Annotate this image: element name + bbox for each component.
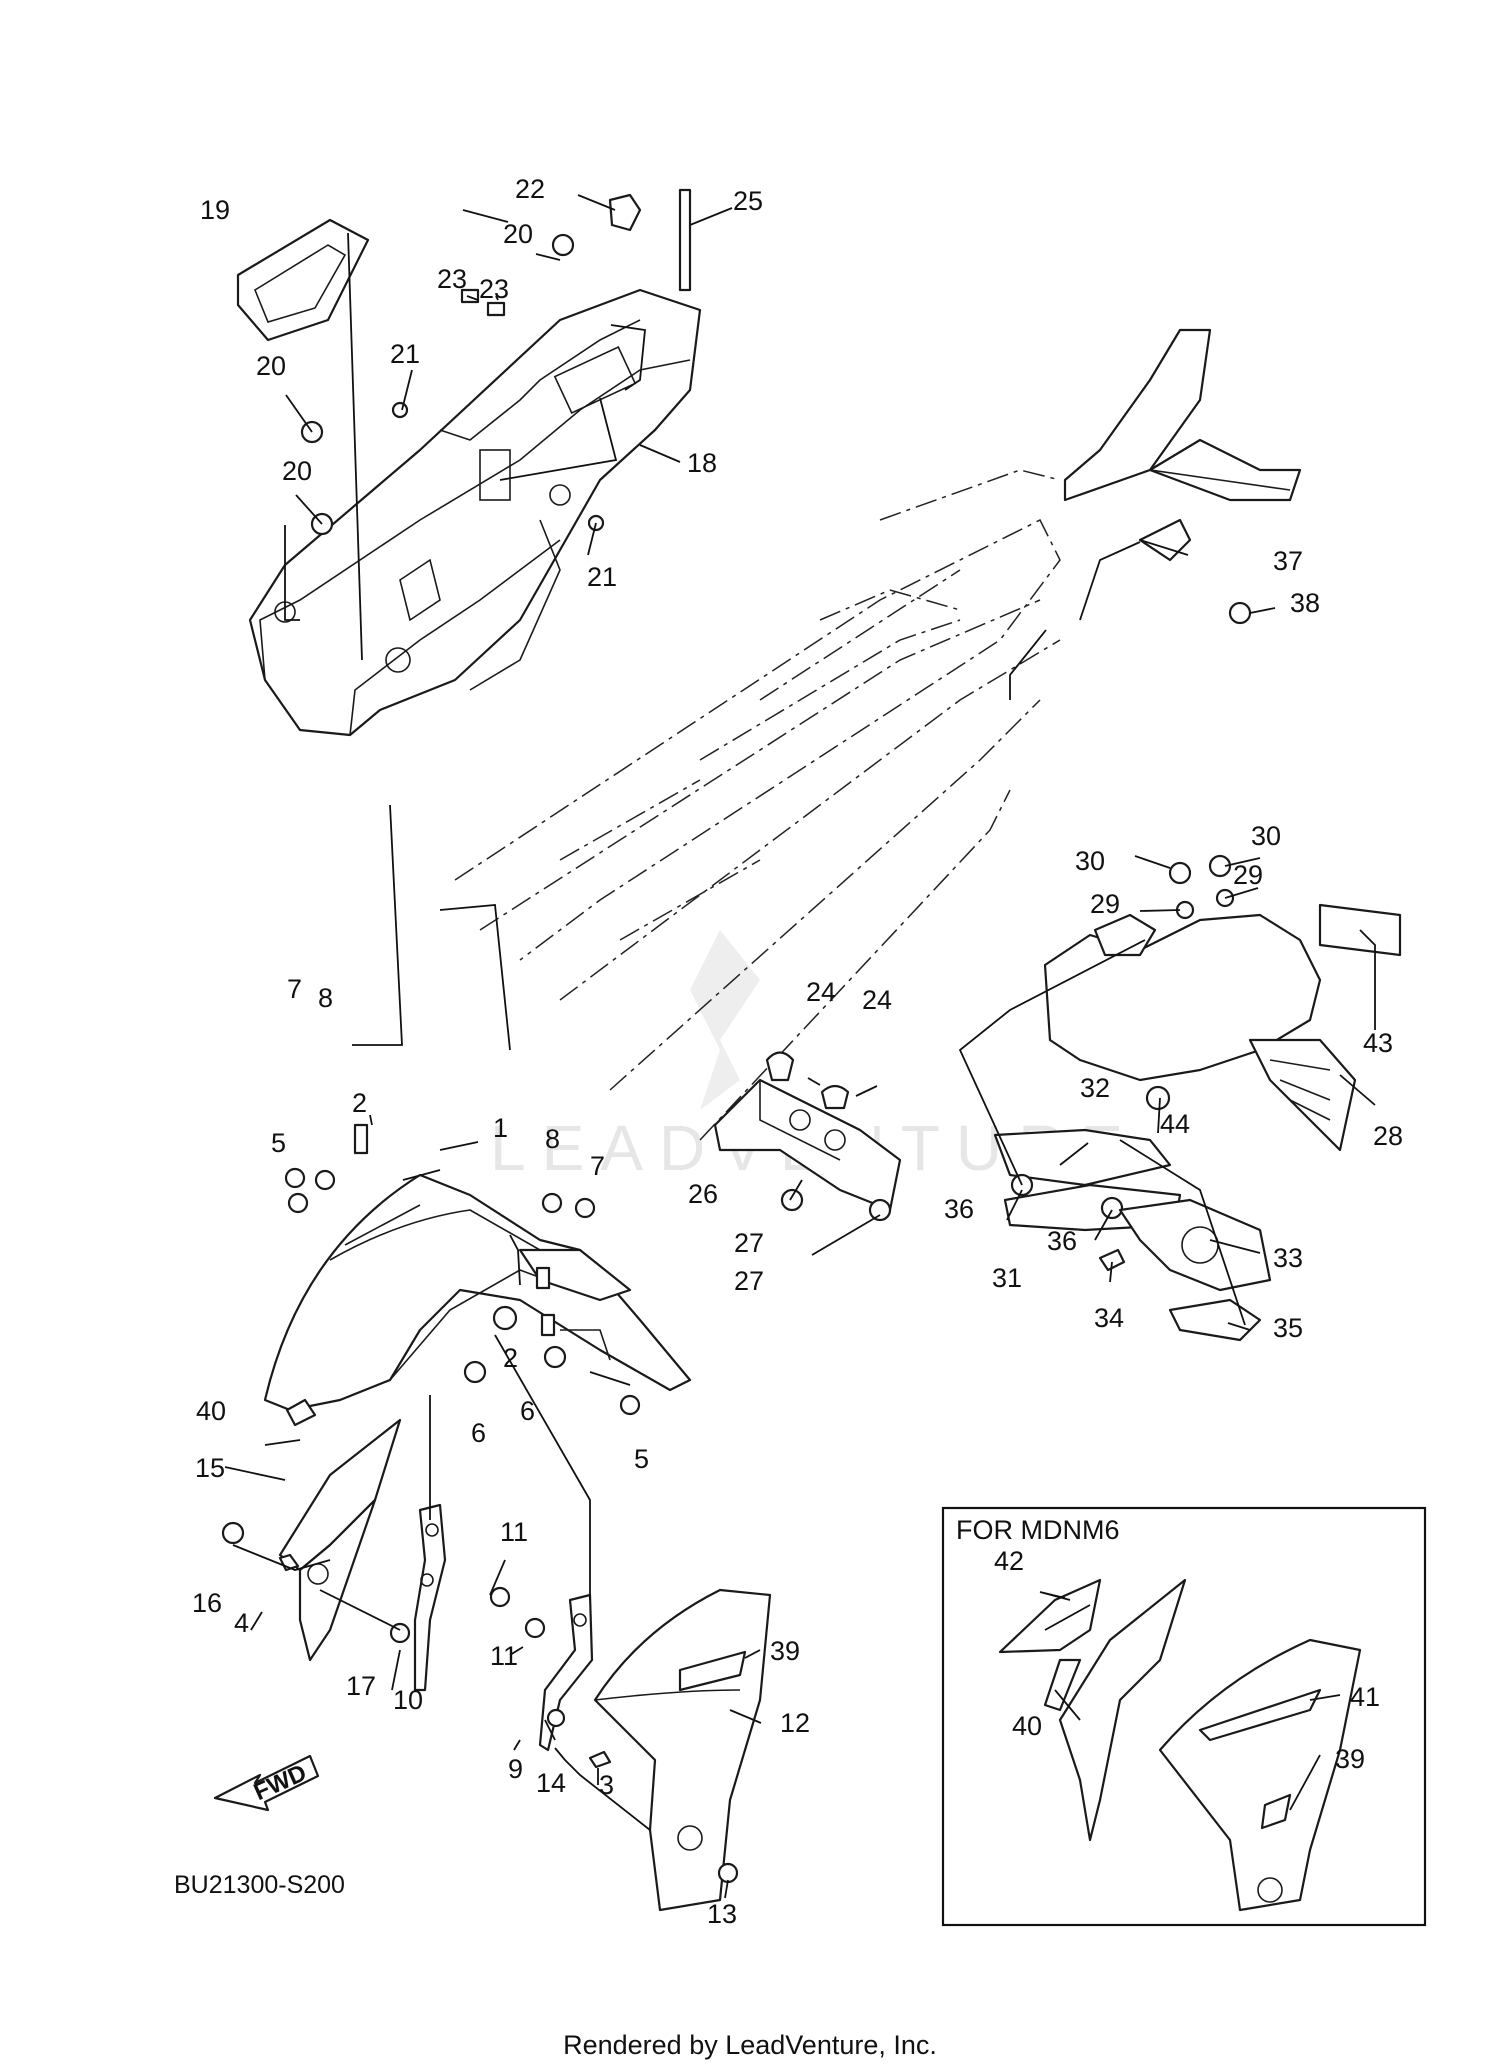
callout-27: 27 — [734, 1228, 764, 1258]
footer-credit: Rendered by LeadVenture, Inc. — [563, 2030, 937, 2060]
frame-outline — [454, 469, 1061, 1141]
callout-9: 9 — [508, 1754, 523, 1784]
callout-7: 7 — [287, 974, 302, 1004]
callout-38: 38 — [1290, 588, 1320, 618]
callout-18: 18 — [687, 448, 717, 478]
callout-21: 21 — [587, 562, 617, 592]
callout-33: 33 — [1273, 1243, 1303, 1273]
callout-19: 19 — [200, 195, 230, 225]
callout-10: 10 — [393, 1685, 423, 1715]
callout-26: 26 — [688, 1179, 718, 1209]
inset-title: FOR MDNM6 — [956, 1515, 1120, 1545]
callout-39: 39 — [770, 1636, 800, 1666]
callout-3: 3 — [599, 1770, 614, 1800]
callout-23: 23 — [437, 264, 467, 294]
front-fasteners — [221, 1123, 739, 1884]
callout-15: 15 — [195, 1453, 225, 1483]
callout-30: 30 — [1251, 821, 1281, 851]
callout-29: 29 — [1090, 889, 1120, 919]
callout-22: 22 — [515, 174, 545, 204]
callout-8: 8 — [318, 983, 333, 1013]
callout-6: 6 — [471, 1418, 486, 1448]
watermark-logo — [690, 930, 760, 1110]
bracket-26 — [713, 1051, 902, 1222]
inset-for-mdnm6: FOR MDNM6 — [941, 1506, 1427, 1927]
callout-29: 29 — [1233, 860, 1263, 890]
callout-20: 20 — [256, 351, 286, 381]
callout-43: 43 — [1363, 1028, 1393, 1058]
callout-24: 24 — [862, 985, 892, 1015]
callout-11: 11 — [500, 1517, 528, 1547]
callout-20: 20 — [282, 456, 312, 486]
callout-8: 8 — [545, 1124, 560, 1154]
callout-14: 14 — [536, 1768, 566, 1798]
callout-39: 39 — [1335, 1744, 1365, 1774]
callout-35: 35 — [1273, 1313, 1303, 1343]
callout-5: 5 — [634, 1444, 649, 1474]
fwd-arrow-icon: FWD — [213, 1754, 320, 1812]
callout-42: 42 — [994, 1546, 1024, 1576]
callout-41: 41 — [1350, 1682, 1380, 1712]
callout-27: 27 — [734, 1266, 764, 1296]
callout-2: 2 — [352, 1088, 367, 1118]
callout-28: 28 — [1373, 1121, 1403, 1151]
callout-1: 1 — [493, 1113, 508, 1143]
callout-36: 36 — [1047, 1226, 1077, 1256]
callout-40: 40 — [1012, 1711, 1042, 1741]
callout-40: 40 — [196, 1396, 226, 1426]
diagram-code: BU21300-S200 — [174, 1871, 345, 1899]
callout-5: 5 — [271, 1128, 286, 1158]
leader-lines — [224, 194, 1376, 1899]
callout-16: 16 — [192, 1588, 222, 1618]
callout-32: 32 — [1080, 1073, 1110, 1103]
callout-30: 30 — [1075, 846, 1105, 876]
callout-11: 11 — [490, 1641, 518, 1671]
callout-17: 17 — [346, 1671, 376, 1701]
callout-4: 4 — [234, 1608, 249, 1638]
seat-pad-19 — [236, 218, 370, 342]
callout-23: 23 — [479, 274, 509, 304]
callout-44: 44 — [1160, 1109, 1190, 1139]
callout-2: 2 — [503, 1343, 518, 1373]
callout-20: 20 — [503, 219, 533, 249]
callout-36: 36 — [944, 1194, 974, 1224]
callout-7: 7 — [590, 1151, 605, 1181]
callout-31: 31 — [992, 1263, 1022, 1293]
fwd-label: FWD — [250, 1759, 311, 1806]
tail-cover-37 — [1063, 328, 1302, 625]
callout-12: 12 — [780, 1708, 810, 1738]
callout-13: 13 — [707, 1899, 737, 1929]
front-cover-12 — [593, 1588, 772, 1912]
callout-25: 25 — [733, 186, 763, 216]
front-fender-1 — [263, 1173, 692, 1412]
callout-34: 34 — [1094, 1303, 1124, 1333]
side-panel-15 — [278, 1418, 402, 1662]
callout-37: 37 — [1273, 546, 1303, 576]
callout-21: 21 — [390, 339, 420, 369]
callout-numbers: 1 2 2 3 4 5 5 6 6 7 7 8 8 9 10 11 11 12 … — [192, 174, 1403, 1929]
stay-10 — [413, 1503, 447, 1692]
callout-24: 24 — [806, 977, 836, 1007]
callout-6: 6 — [520, 1396, 535, 1426]
license-assembly — [993, 854, 1402, 1342]
rear-case-18 — [248, 288, 702, 737]
